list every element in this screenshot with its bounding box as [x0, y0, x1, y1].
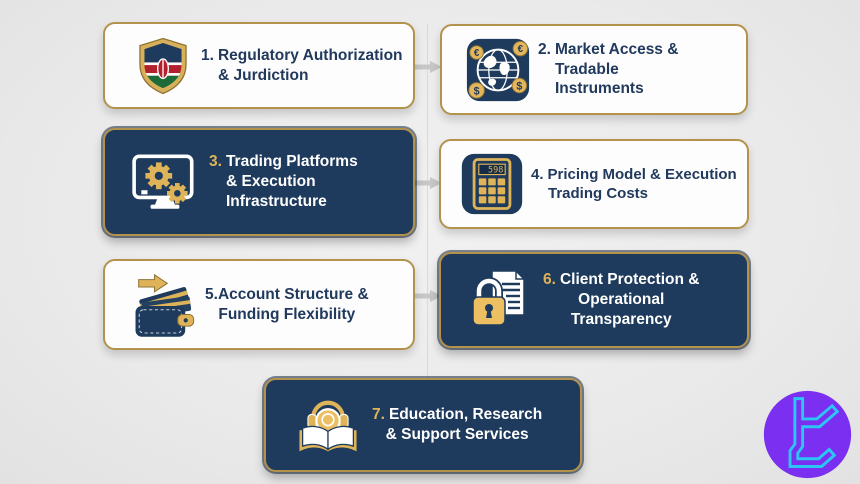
card-title-line: Account Structure & — [217, 285, 369, 303]
book-bulb-headphones-icon — [284, 388, 372, 462]
card-title-line: Education, Research — [388, 406, 543, 424]
card-regulatory-authorization: 1.Regulatory Authorization & Jurdiction — [103, 22, 415, 109]
card-title-line: Trading Platforms — [225, 153, 358, 171]
padlock-document-icon — [459, 265, 543, 335]
card-title-line: Pricing Model & Execution — [547, 165, 737, 183]
card-title-line: & Jurdiction — [218, 66, 309, 84]
card-number: 7. — [372, 406, 385, 424]
card-number: 2. — [538, 40, 551, 58]
dollar-coin-icon: $ — [474, 85, 480, 97]
card-title-line: Instruments — [555, 80, 644, 98]
card-title-line: Funding Flexibility — [218, 305, 356, 323]
tc-logo — [759, 386, 856, 483]
card-title-line: Operational — [578, 291, 665, 309]
card-title: 6.Client Protection & Operational Transp… — [543, 270, 699, 329]
card-title: 5.Account Structure & Funding Flexibilit… — [205, 285, 369, 325]
card-title: 4.Pricing Model & Execution Trading Cost… — [531, 165, 737, 203]
card-title-line: Infrastructure — [226, 192, 327, 210]
card-account-structure: 5.Account Structure & Funding Flexibilit… — [103, 259, 415, 350]
card-title-line: Tradable — [555, 60, 619, 78]
card-number: 5. — [205, 285, 218, 303]
card-title-line: & Support Services — [385, 426, 529, 443]
card-education-research: 7.Education, Research & Support Services — [264, 378, 582, 472]
dollar-coin-icon: $ — [516, 80, 522, 92]
euro-coin-icon: € — [474, 47, 480, 58]
calculator-icon: 598 — [453, 151, 531, 217]
card-market-access: € € $ $ 2.Market Access & Tradable Instr… — [440, 24, 748, 115]
right-arrow-icon — [414, 177, 442, 189]
card-trading-platforms: 3.Trading Platforms & Execution Infrastr… — [103, 128, 415, 236]
card-title-line: Transparency — [570, 310, 672, 328]
card-title: 3.Trading Platforms & Execution Infrastr… — [209, 152, 358, 211]
card-title-line: Market Access & — [554, 40, 679, 58]
column-divider-line — [427, 24, 428, 380]
card-number: 1. — [201, 46, 214, 64]
card-title-line: Trading Costs — [548, 185, 649, 202]
wallet-cards-arrow-icon — [121, 268, 205, 342]
globe-currencies-icon: € € $ $ — [458, 36, 538, 104]
tc-monogram-icon — [763, 390, 852, 479]
card-title-line: Client Protection & — [559, 271, 700, 289]
monitor-gears-icon — [123, 146, 209, 218]
card-number: 3. — [209, 153, 222, 171]
calculator-display: 598 — [488, 165, 503, 175]
kenya-flag-shield-icon — [125, 35, 201, 97]
right-arrow-icon — [414, 61, 442, 73]
card-number: 4. — [531, 165, 544, 183]
card-title-line: Regulatory Authorization — [217, 46, 403, 64]
card-client-protection: 6.Client Protection & Operational Transp… — [439, 252, 749, 348]
card-title-line: & Execution — [226, 173, 316, 191]
card-pricing-model: 598 4.Pricing Model & Execution Trading … — [439, 139, 749, 229]
card-title: 1.Regulatory Authorization & Jurdiction — [201, 46, 403, 86]
right-arrow-icon — [414, 290, 442, 302]
card-number: 6. — [543, 271, 556, 289]
card-title: 7.Education, Research & Support Services — [372, 405, 542, 445]
euro-coin-icon: € — [518, 44, 524, 55]
card-title: 2.Market Access & Tradable Instruments — [538, 40, 678, 99]
